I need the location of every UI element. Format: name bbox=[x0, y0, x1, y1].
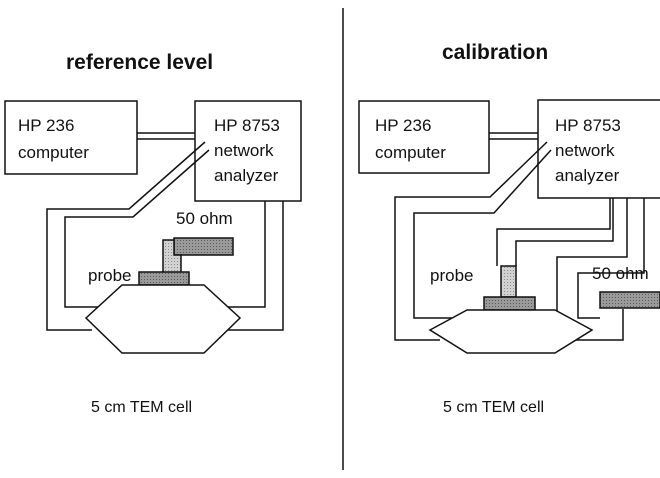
computer-model-label: HP 236 bbox=[18, 116, 74, 135]
probe-cable-cal bbox=[496, 198, 611, 266]
analyzer-model-label-cal: HP 8753 bbox=[555, 116, 621, 135]
analyzer-label-2-cal: analyzer bbox=[555, 166, 620, 185]
load-cable-cal bbox=[556, 198, 628, 341]
reference-level-title: reference level bbox=[66, 51, 213, 74]
computer-model-label-cal: HP 236 bbox=[375, 116, 431, 135]
load-label: 50 ohm bbox=[176, 209, 233, 228]
calibration-panel: calibration HP 236 computer HP 8753 netw… bbox=[358, 41, 660, 416]
hp236-computer-box bbox=[4, 100, 138, 175]
computer-label: computer bbox=[18, 143, 89, 162]
probe-label: probe bbox=[88, 266, 131, 285]
50-ohm-load bbox=[173, 237, 234, 256]
probe-label-cal: probe bbox=[430, 266, 473, 285]
tem-cell bbox=[84, 284, 242, 354]
load-label-cal: 50 ohm bbox=[592, 264, 649, 283]
analyzer-label-1-cal: network bbox=[555, 141, 615, 160]
probe-shaft-cal bbox=[500, 265, 517, 298]
hp236-computer-box-cal bbox=[358, 100, 490, 174]
computer-label-cal: computer bbox=[375, 143, 446, 162]
hp8753-analyzer-box bbox=[194, 100, 302, 202]
port1-cable bbox=[46, 141, 206, 331]
analyzer-label-2: analyzer bbox=[214, 166, 279, 185]
tem-cell-label-cal: 5 cm TEM cell bbox=[443, 399, 544, 416]
tem-cell-cal bbox=[428, 309, 594, 354]
port1-cable-cal bbox=[394, 141, 548, 341]
analyzer-label-1: network bbox=[214, 141, 274, 160]
hp8753-analyzer-box-cal bbox=[537, 99, 660, 199]
probe-base-cal bbox=[483, 296, 536, 311]
tem-cell-label: 5 cm TEM cell bbox=[91, 399, 192, 416]
reference-level-panel: reference level HP 236 computer HP 8753 … bbox=[4, 51, 302, 416]
calibration-title: calibration bbox=[442, 41, 548, 64]
probe-base bbox=[138, 271, 190, 286]
50-ohm-load-cal bbox=[599, 291, 660, 309]
analyzer-model-label: HP 8753 bbox=[214, 116, 280, 135]
